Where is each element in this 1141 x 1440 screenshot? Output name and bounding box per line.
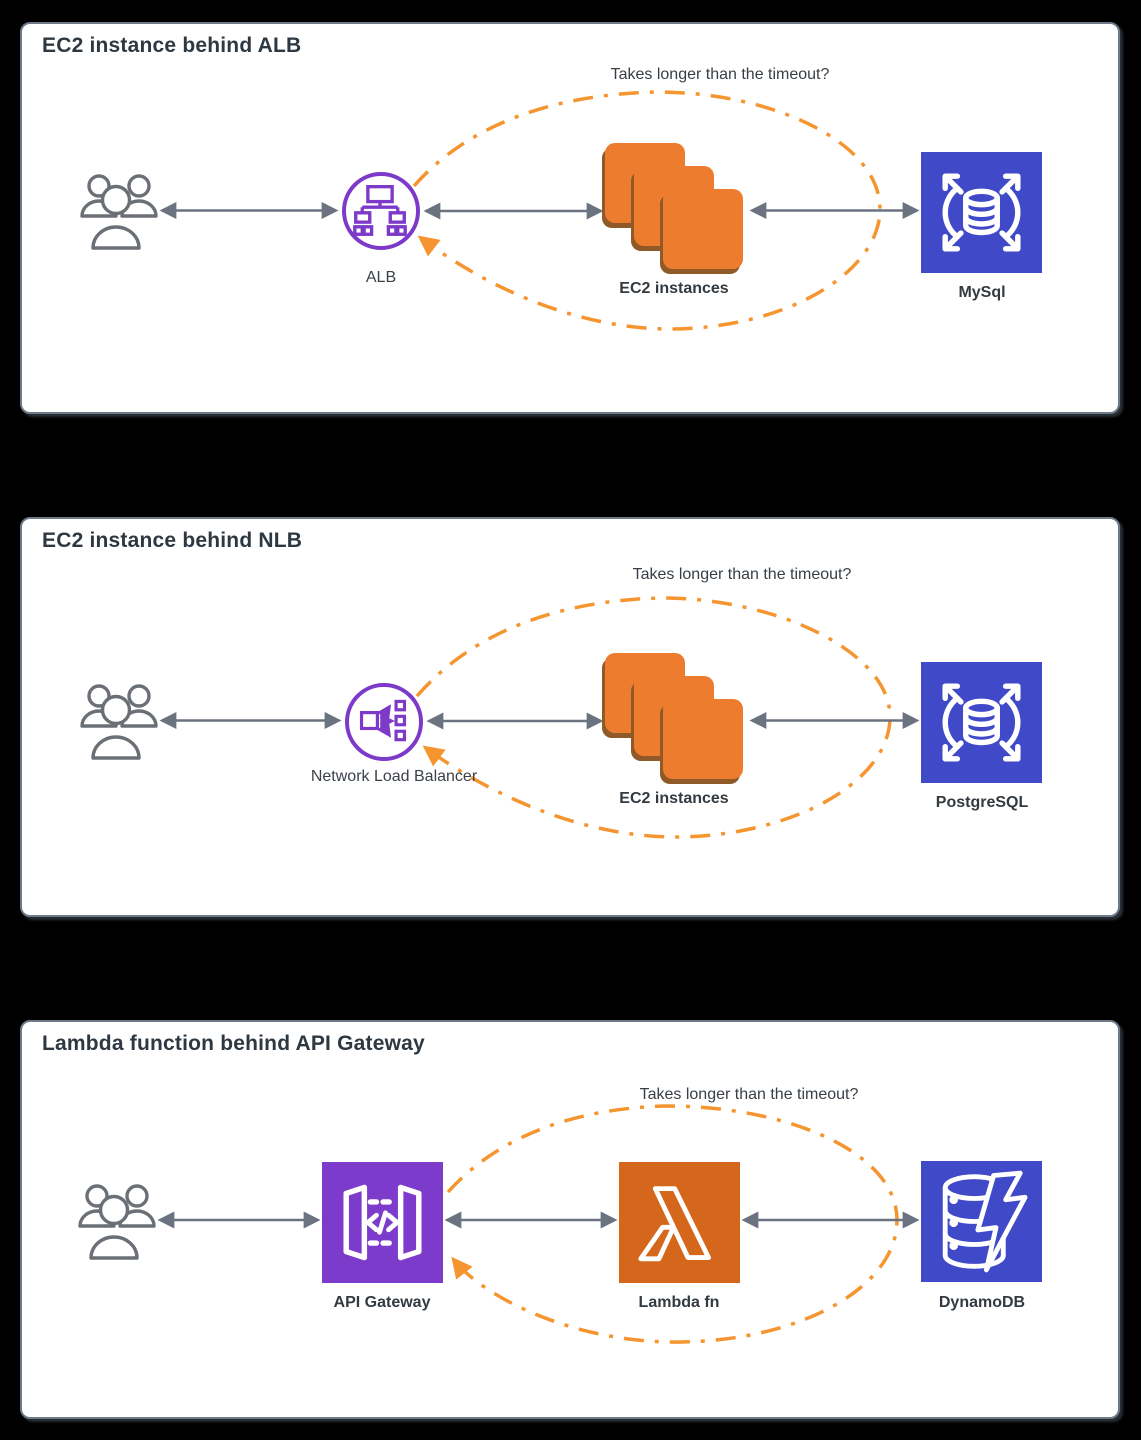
rds-database-icon	[921, 152, 1042, 273]
ec2-instances-icon	[605, 143, 743, 279]
api-gateway-label: API Gateway	[333, 1294, 431, 1311]
panel-title: EC2 instance behind ALB	[42, 34, 302, 57]
ec2-instances-icon	[605, 653, 743, 789]
dynamodb-label: DynamoDB	[938, 1294, 1026, 1311]
panel-title: EC2 instance behind NLB	[42, 529, 303, 552]
timeout-annotation: Takes longer than the timeout?	[639, 1086, 859, 1103]
panel-title: Lambda function behind API Gateway	[42, 1032, 425, 1055]
lambda-label: Lambda fn	[638, 1294, 720, 1311]
users-icon	[76, 1180, 158, 1260]
ec2-label: EC2 instances	[619, 790, 729, 807]
users-icon	[78, 680, 160, 760]
lambda-icon	[619, 1162, 740, 1283]
rds-database-icon	[921, 662, 1042, 783]
postgresql-label: PostgreSQL	[935, 794, 1029, 811]
panel-ec2-behind-alb: EC2 instance behind ALB Takes longer tha…	[20, 22, 1120, 414]
panel-ec2-behind-nlb: EC2 instance behind NLB Takes longer tha…	[20, 517, 1120, 917]
dynamodb-icon	[921, 1161, 1042, 1282]
timeout-annotation: Takes longer than the timeout?	[632, 566, 852, 583]
alb-label: ALB	[365, 269, 397, 286]
alb-icon	[342, 172, 420, 250]
api-gateway-icon	[322, 1162, 443, 1283]
nlb-icon	[345, 683, 423, 761]
users-icon	[78, 170, 160, 250]
panel-lambda-behind-api-gateway: Lambda function behind API Gateway Takes…	[20, 1020, 1120, 1419]
nlb-label: Network Load Balancer	[310, 768, 478, 785]
timeout-annotation: Takes longer than the timeout?	[610, 66, 830, 83]
mysql-label: MySql	[958, 284, 1006, 301]
ec2-label: EC2 instances	[619, 280, 729, 297]
